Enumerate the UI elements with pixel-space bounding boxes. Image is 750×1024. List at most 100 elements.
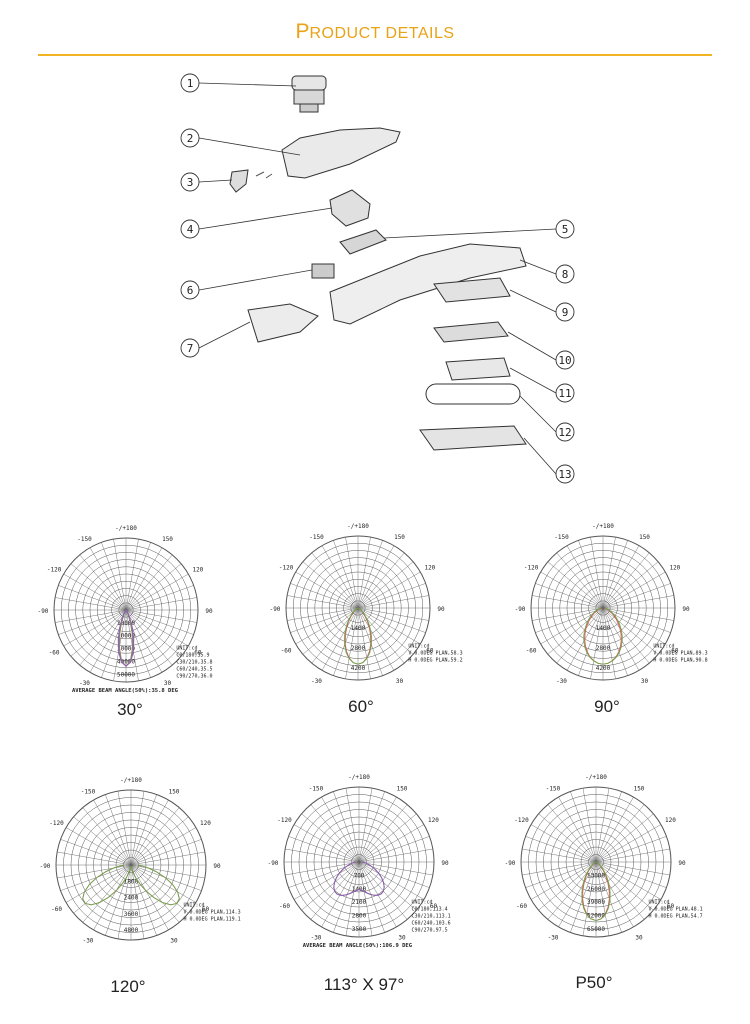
part-callout-label: 11 bbox=[558, 387, 571, 400]
polar-spoke bbox=[333, 791, 360, 863]
polar-angle-label: 90 bbox=[205, 608, 213, 615]
distribution-curve bbox=[333, 861, 385, 896]
polar-spoke bbox=[530, 824, 597, 863]
polar-legend-entry: H 0.0DEG PLAN,54.7 bbox=[649, 913, 703, 919]
polar-radial-label: 3600 bbox=[124, 911, 139, 918]
polar-spoke bbox=[590, 537, 604, 609]
polar-spoke bbox=[125, 585, 194, 611]
polar-spoke bbox=[290, 607, 359, 633]
polar-angle-label: -/+180 bbox=[592, 523, 614, 530]
polar-legend-entry: C30/210,35.8 bbox=[176, 660, 212, 666]
polar-radial-label: 65000 bbox=[587, 926, 605, 933]
page-title: PRODUCT DETAILS bbox=[0, 20, 750, 44]
polar-spoke bbox=[595, 861, 662, 900]
polar-radial-label: 39000 bbox=[587, 899, 605, 906]
polar-angle-label: -30 bbox=[548, 934, 559, 941]
polar-angle-label: 60 bbox=[202, 906, 210, 913]
polar-spoke bbox=[63, 573, 127, 611]
polar-radial-label: 1800 bbox=[124, 878, 139, 885]
polar-spoke bbox=[311, 552, 359, 609]
polar-angle-label: 120 bbox=[200, 820, 211, 827]
polar-spoke bbox=[578, 540, 604, 609]
polar-spoke bbox=[540, 571, 604, 609]
polar-spoke bbox=[321, 796, 360, 863]
polar-legend-entry: UNIT:cd bbox=[184, 902, 205, 908]
polar-spoke bbox=[602, 607, 650, 664]
polar-angle-label: -90 bbox=[268, 860, 279, 867]
polar-spoke bbox=[595, 861, 610, 936]
polar-spoke bbox=[525, 861, 597, 888]
polar-legend-entry: UNIT:cd bbox=[176, 646, 197, 652]
polar-legend-entry: V 0.0DEG PLAN,58.3 bbox=[408, 651, 462, 657]
polar-diagram: -/+180150-150120-12090-9060-6030-3014002… bbox=[515, 523, 708, 685]
polar-spoke bbox=[125, 597, 197, 611]
polar-angle-label: -150 bbox=[554, 534, 569, 541]
polar-radial-label: 2800 bbox=[352, 913, 367, 920]
polar-angle-label: 90 bbox=[682, 606, 690, 613]
part-plate bbox=[339, 229, 387, 255]
polar-angle-label: -90 bbox=[515, 606, 526, 613]
polar-spoke bbox=[538, 861, 597, 911]
part-lens bbox=[445, 357, 511, 381]
polar-spoke bbox=[125, 609, 189, 647]
polar-angle-label: -/+180 bbox=[348, 774, 370, 781]
polar-spoke bbox=[130, 864, 197, 903]
part-callout-circle bbox=[555, 422, 575, 442]
polar-radial-label: 50000 bbox=[117, 671, 135, 678]
polar-spoke bbox=[130, 827, 197, 866]
polar-spoke bbox=[287, 595, 359, 609]
polar-legend-entry: H 0.0DEG PLAN,90.8 bbox=[653, 658, 707, 664]
caption-90: 90° bbox=[594, 697, 620, 716]
polar-spoke bbox=[595, 861, 667, 888]
polar-spoke bbox=[58, 609, 127, 635]
part-led-board bbox=[433, 277, 511, 303]
polar-angle-label: -30 bbox=[556, 678, 567, 685]
polar-spoke bbox=[295, 607, 359, 645]
polar-spoke bbox=[125, 609, 197, 623]
polar-angle-label: 150 bbox=[639, 534, 650, 541]
polar-spoke bbox=[60, 839, 132, 866]
polar-radial-label: 40000 bbox=[117, 658, 135, 665]
polar-spoke bbox=[60, 864, 132, 891]
polar-spoke bbox=[547, 804, 597, 863]
polar-spoke bbox=[535, 607, 604, 633]
polar-spoke bbox=[595, 804, 645, 863]
polar-angle-label: 30 bbox=[396, 678, 404, 685]
polar-spoke bbox=[55, 609, 127, 623]
polar-spoke bbox=[130, 816, 189, 866]
part-callout-circle bbox=[555, 350, 575, 370]
polar-spoke bbox=[590, 607, 604, 679]
polar-diagram: -/+180150-150120-12090-9060-6030-3013000… bbox=[505, 774, 703, 941]
polar-angle-label: -60 bbox=[49, 650, 60, 657]
polar-angle-label: -120 bbox=[279, 565, 294, 572]
polar-angle-label: -120 bbox=[47, 567, 62, 574]
polar-spoke bbox=[558, 861, 597, 928]
polar-radial-label: 13000 bbox=[587, 872, 605, 879]
polar-angle-label: -150 bbox=[81, 789, 96, 796]
polar-spoke bbox=[65, 864, 132, 903]
polar-legend-entry: C0/180,113.4 bbox=[412, 906, 448, 912]
part-callout-circle bbox=[555, 383, 575, 403]
polar-spoke bbox=[130, 851, 205, 866]
polar-spoke bbox=[73, 816, 132, 866]
polar-radial-label: 2400 bbox=[124, 895, 139, 902]
polar-spoke bbox=[79, 554, 127, 611]
polar-spoke bbox=[295, 571, 359, 609]
polar-spoke bbox=[358, 791, 385, 863]
part-gasket bbox=[425, 383, 521, 405]
polar-spoke bbox=[125, 547, 163, 611]
polar-radial-label: 20000 bbox=[117, 633, 135, 640]
polar-spoke bbox=[57, 851, 132, 866]
polar-angle-label: 60 bbox=[194, 650, 202, 657]
polar-spoke bbox=[595, 836, 667, 863]
polar-legend-entry: H 0.0DEG PLAN,59.2 bbox=[408, 658, 462, 664]
polar-angle-label: 90 bbox=[437, 606, 445, 613]
polar-angle-label: 120 bbox=[669, 565, 680, 572]
polar-spoke bbox=[547, 607, 604, 655]
part-callout-label: 3 bbox=[187, 176, 194, 189]
polar-spoke bbox=[345, 788, 360, 863]
polar-angle-label: -30 bbox=[311, 934, 322, 941]
polar-angle-label: 150 bbox=[162, 536, 173, 543]
polar-angle-label: -90 bbox=[38, 608, 49, 615]
polar-spoke bbox=[125, 539, 139, 611]
